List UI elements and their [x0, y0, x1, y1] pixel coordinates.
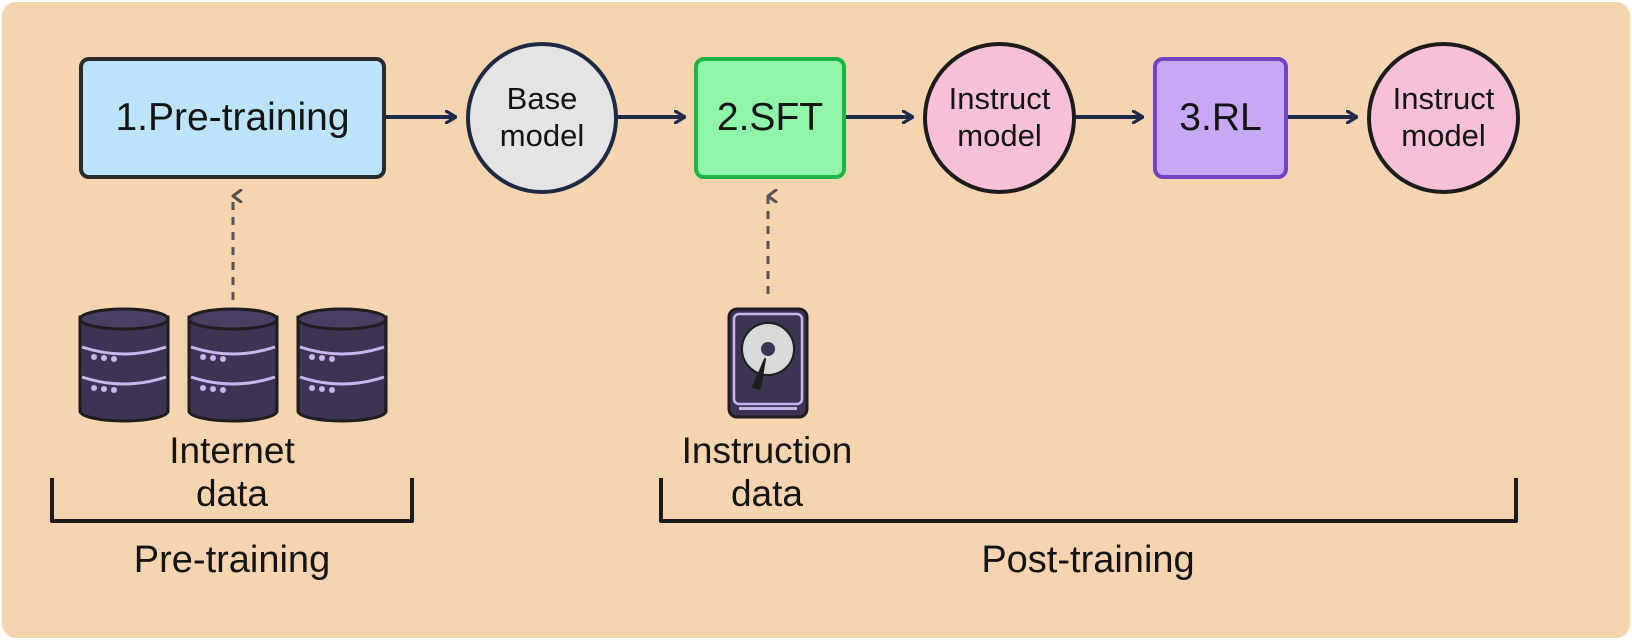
base-model-label: Base model [499, 81, 585, 153]
database-icon [296, 307, 388, 423]
pre-training-phase-label: Pre-training [133, 539, 331, 581]
rl-stage-label: 3.RL [1179, 96, 1262, 139]
sft-stage[interactable]: 2.SFT [694, 57, 846, 179]
pretraining-stage[interactable]: 1.Pre-training [79, 57, 386, 179]
base-model-node[interactable]: Base model [466, 42, 618, 194]
post-training-phase-label: Post-training [981, 539, 1195, 581]
instruct-model-node-1[interactable]: Instruct model [923, 42, 1076, 194]
rl-stage[interactable]: 3.RL [1153, 57, 1288, 179]
instruction-data-label: Instruction data [681, 430, 853, 514]
database-icon [78, 307, 170, 423]
bracket-post-training [659, 478, 1518, 523]
pretraining-stage-label: 1.Pre-training [115, 96, 350, 139]
sft-stage-label: 2.SFT [716, 96, 824, 139]
bracket-pre-training [50, 478, 414, 523]
instruct-model-1-label: Instruct model [948, 81, 1051, 153]
hard-drive-icon [727, 307, 809, 419]
database-icon [187, 307, 279, 423]
instruct-model-2-label: Instruct model [1392, 81, 1495, 153]
instruct-model-node-2[interactable]: Instruct model [1367, 42, 1520, 194]
internet-data-label: Internet data [169, 430, 295, 514]
